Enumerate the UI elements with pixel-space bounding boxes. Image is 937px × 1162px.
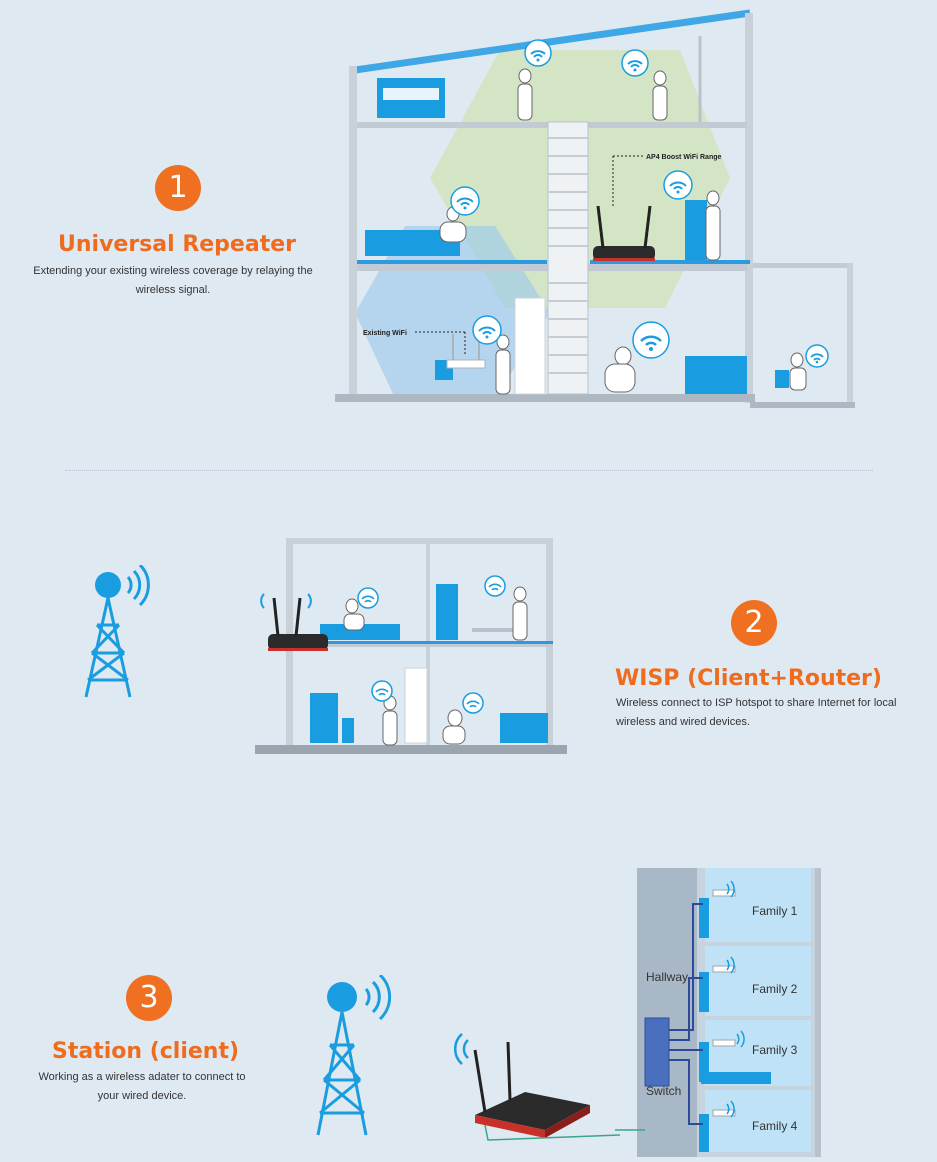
section-3-description: Working as a wireless adater to connect …	[12, 1068, 272, 1106]
repeater-house-illustration: AP4 Boost WiFi Range Existing WiFi	[335, 9, 855, 408]
bookshelf	[685, 200, 707, 260]
family-4-room	[705, 1090, 811, 1152]
step-1-badge: 1	[155, 165, 201, 211]
wifi-icon	[462, 692, 484, 714]
bookshelf	[436, 584, 458, 640]
switch-label: Switch	[646, 1084, 682, 1098]
existing-wifi-callout: Existing WiFi	[363, 330, 407, 337]
bed	[320, 624, 400, 640]
family-1-room	[705, 868, 811, 942]
ap4-router	[593, 205, 655, 261]
staircase	[547, 121, 589, 395]
section-2-description: Wireless connect to ISP hotspot to share…	[616, 694, 934, 732]
wifi-icon	[632, 321, 670, 359]
family-1-label: Family 1	[752, 904, 798, 918]
step-3-badge: 3	[126, 975, 172, 1021]
ground-floor	[335, 394, 755, 402]
door	[514, 297, 546, 395]
station-router	[453, 1033, 620, 1141]
cabinet	[685, 356, 747, 394]
family-2-label: Family 2	[752, 982, 798, 996]
section-2-desc-line1: Wireless connect to ISP hotspot to share…	[616, 697, 897, 709]
person	[518, 68, 532, 84]
boost-range-callout: AP4 Boost WiFi Range	[646, 154, 721, 161]
apartment-building	[615, 868, 821, 1157]
wisp-router	[260, 593, 328, 651]
section-divider	[65, 470, 873, 471]
section-3-desc-line1: Working as a wireless adater to connect …	[38, 1071, 246, 1083]
wifi-icon	[805, 344, 829, 368]
wifi-icon	[371, 680, 393, 702]
wifi-icon	[726, 880, 745, 1118]
fridge	[310, 693, 338, 743]
section-1-title: Universal Repeater	[58, 232, 296, 257]
wifi-icon	[663, 170, 693, 200]
wifi-icon	[450, 186, 480, 216]
wifi-icon	[621, 49, 649, 77]
ground-floor	[255, 745, 567, 754]
section-1-desc-line2: wireless signal.	[135, 284, 211, 296]
wisp-house-illustration	[255, 538, 567, 754]
roof	[354, 9, 751, 74]
section-3-desc-line2: your wired device.	[97, 1090, 187, 1102]
section-2-title: WISP (Client+Router)	[615, 666, 882, 691]
wifi-icon	[484, 575, 506, 597]
hallway-area	[637, 868, 697, 1157]
network-switch	[644, 1017, 670, 1087]
section-3-title: Station (client)	[52, 1039, 240, 1064]
family-3-label: Family 3	[752, 1043, 798, 1057]
hallway-label: Hallway	[646, 970, 689, 984]
door	[404, 667, 428, 744]
cell-tower-icon	[84, 565, 150, 698]
wifi-icon	[524, 39, 552, 67]
section-1-description: Extending your existing wireless coverag…	[18, 262, 328, 300]
family-4-label: Family 4	[752, 1119, 798, 1133]
cell-tower-icon	[316, 975, 392, 1136]
family-2-room	[705, 946, 811, 1016]
wifi-icon	[472, 315, 502, 345]
section-2-desc-line2: wireless and wired devices.	[616, 716, 750, 728]
section-1-desc-line1: Extending your existing wireless coverag…	[33, 265, 313, 277]
cabinet	[500, 713, 548, 743]
step-2-badge: 2	[731, 600, 777, 646]
wifi-icon	[357, 587, 379, 609]
